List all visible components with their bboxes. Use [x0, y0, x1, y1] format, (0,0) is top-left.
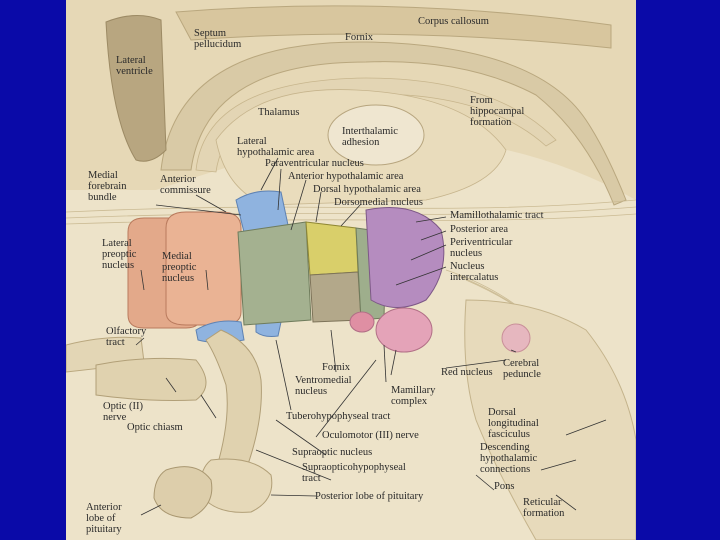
- label-anterior-commissure: Anterior commissure: [160, 174, 211, 196]
- label-interthalamic-adhesion: Interthalamic adhesion: [342, 126, 398, 148]
- label-oculomotor-nerve: Oculomotor (III) nerve: [322, 430, 419, 441]
- mamillary-body-shape: [375, 307, 433, 353]
- label-periventricular: Periventricular nucleus: [450, 237, 513, 259]
- label-pons: Pons: [494, 481, 515, 492]
- hypothalamus-illustration: [66, 0, 636, 540]
- lateral-ventricle-shape: [105, 15, 167, 162]
- anterior-pituitary-shape: [153, 466, 213, 519]
- label-medial-preoptic: Medial preoptic nucleus: [162, 251, 197, 284]
- label-dorsomedial: Dorsomedial nucleus: [334, 197, 423, 208]
- figure-panel: Corpus callosum Septum pellucidum Fornix…: [66, 0, 636, 540]
- brainstem-shape: [464, 299, 636, 540]
- label-mamillary-complex: Mamillary complex: [391, 385, 436, 407]
- label-lateral-preoptic: Lateral preoptic nucleus: [102, 238, 137, 271]
- cerebral-peduncle-shape: [501, 323, 531, 353]
- label-nucleus-intercalatus: Nucleus intercalatus: [450, 261, 499, 283]
- label-dorsal-hypothalamic: Dorsal hypothalamic area: [313, 184, 421, 195]
- label-lateral-ventricle: Lateral ventricle: [116, 55, 153, 77]
- label-optic-nerve: Optic (II) nerve: [103, 401, 143, 423]
- posterior-area-shape: [365, 207, 445, 308]
- label-ventromedial: Ventromedial nucleus: [295, 375, 352, 397]
- label-lateral-hypothalamic: Lateral hypothalamic area: [237, 136, 315, 158]
- label-anterior-hypothalamic: Anterior hypothalamic area: [288, 171, 404, 182]
- label-fornix-bottom: Fornix: [322, 362, 351, 373]
- dorsomedial-shape: [305, 221, 359, 276]
- label-posterior-area: Posterior area: [450, 224, 509, 235]
- label-septum-pellucidum: Septum pellucidum: [194, 28, 242, 50]
- corpus-callosum-shape: [175, 5, 612, 49]
- label-paraventricular: Paraventricular nucleus: [265, 158, 364, 169]
- label-supraoptic-nucleus: Supraoptic nucleus: [292, 447, 373, 458]
- label-mamillothalamic-tract: Mamillothalamic tract: [450, 210, 544, 221]
- label-dorsal-longitudinal: Dorsal longitudinal fasciculus: [488, 407, 539, 440]
- label-olfactory-tract: Olfactory tract: [106, 326, 147, 348]
- label-medial-forebrain-bundle: Medial forebrain bundle: [88, 170, 127, 203]
- label-tuberohypophyseal: Tuberohypophyseal tract: [286, 411, 391, 422]
- label-from-hippocampal: From hippocampal formation: [470, 95, 525, 128]
- anterior-hypothalamic-shape: [237, 221, 312, 326]
- label-supraopticohypophyseal: Supraopticohypophyseal tract: [302, 462, 406, 484]
- leader-lines: [135, 157, 607, 516]
- paraventricular-shape: [235, 190, 289, 233]
- label-cerebral-peduncle: Cerebral peduncle: [503, 358, 541, 380]
- label-anterior-pituitary: Anterior lobe of pituitary: [86, 502, 122, 535]
- optic-chiasm-shape: [95, 357, 207, 401]
- label-corpus-callosum: Corpus callosum: [418, 16, 489, 27]
- label-optic-chiasm: Optic chiasm: [127, 422, 183, 433]
- red-nucleus-shape: [349, 311, 375, 333]
- label-descending-hypothalamic: Descending hypothalamic connections: [480, 442, 538, 475]
- medial-preoptic-shape: [165, 211, 242, 326]
- label-fornix-top: Fornix: [345, 32, 374, 43]
- label-red-nucleus: Red nucleus: [441, 367, 493, 378]
- interthalamic-adhesion-shape: [327, 104, 425, 166]
- fornix-arch: [160, 41, 627, 206]
- label-posterior-pituitary: Posterior lobe of pituitary: [315, 491, 424, 502]
- label-reticular-formation: Reticular formation: [523, 497, 565, 519]
- label-thalamus: Thalamus: [258, 107, 300, 118]
